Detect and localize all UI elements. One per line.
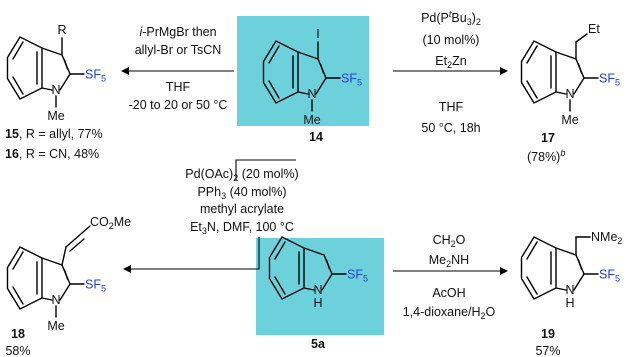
group-sf5-18: SF5 <box>85 278 106 294</box>
label-18: 18 <box>11 327 25 341</box>
cond-mannich-bottom-1: AcOH <box>432 286 465 300</box>
group-me-14: Me <box>303 113 320 127</box>
cond-mannich-bottom-2: 1,4-dioxane/H2O <box>403 305 496 321</box>
cond-left-top-1: i-PrMgBr then <box>139 25 216 39</box>
group-me-15: Me <box>47 109 64 123</box>
group-sf5-17: SF5 <box>599 72 620 88</box>
label-19: 19 <box>541 327 555 341</box>
cond-right-top-3: Et2Zn <box>435 54 466 70</box>
cond-heck-3: methyl acrylate <box>200 202 284 216</box>
cond-mannich-top-1: CH2O <box>433 233 466 249</box>
structure-5a: N H SF5 <box>268 236 368 310</box>
cond-right-bottom-2: 50 °C, 18h <box>421 121 480 135</box>
label-5a: 5a <box>311 337 326 351</box>
group-sf5-14: SF5 <box>341 72 362 88</box>
yield-19: 57% <box>535 344 560 357</box>
yield-15: 15, R = allyl, 77% <box>5 127 103 141</box>
cond-left-top-2: allyl-Br or TsCN <box>135 43 222 57</box>
yield-18: 58% <box>5 344 30 357</box>
arrow-14-to-18 <box>235 159 296 180</box>
group-sf5-19: SF5 <box>599 268 620 284</box>
group-nme2: NMe2 <box>591 230 622 246</box>
cond-heck-2: PPh3 (40 mol%) <box>197 185 286 201</box>
yield-16: 16, R = CN, 48% <box>5 147 99 161</box>
label-17: 17 <box>541 131 555 145</box>
atom-n-17: N <box>565 87 574 101</box>
cond-left-bottom-2: -20 to 20 or 50 °C <box>129 98 228 112</box>
cond-right-top-1: Pd(PtBu3)2 <box>421 9 481 27</box>
arrow-14-to-18-stem <box>123 237 260 273</box>
atom-n-18: N <box>51 293 60 307</box>
structure-18: N CO2Me SF5 Me <box>6 215 131 333</box>
cond-left-bottom-1: THF <box>166 80 191 94</box>
cond-mannich-top-2: Me2NH <box>429 253 469 269</box>
cond-right-bottom-1: THF <box>439 100 464 114</box>
structure-14: N I SF5 Me <box>262 27 362 127</box>
cond-right-top-2: (10 mol%) <box>423 33 480 47</box>
highlight-box-14 <box>237 16 369 126</box>
structure-19: N H NMe2 SF5 <box>520 230 622 310</box>
label-14: 14 <box>309 130 323 144</box>
structure-17: N Et SF5 Me <box>520 22 620 127</box>
group-r: R <box>57 23 66 37</box>
cond-heck-4: Et3N, DMF, 100 °C <box>190 220 294 236</box>
atom-h-5a: H <box>313 296 322 310</box>
atom-n-5a: N <box>313 283 322 297</box>
group-et: Et <box>588 22 600 36</box>
group-sf5-5a: SF5 <box>347 268 368 284</box>
atom-h-19: H <box>565 296 574 310</box>
group-me-17: Me <box>561 113 578 127</box>
yield-17: (78%)b <box>527 148 565 164</box>
group-me-18: Me <box>47 319 64 333</box>
group-co2me: CO2Me <box>90 215 131 231</box>
structure-15-16: N R SF5 Me <box>6 23 106 123</box>
atom-n-15: N <box>51 83 60 97</box>
atom-i: I <box>316 27 319 41</box>
atom-n-19: N <box>565 283 574 297</box>
group-sf5-15: SF5 <box>85 68 106 84</box>
cond-heck-1: Pd(OAc)2 (20 mol%) <box>185 167 298 183</box>
atom-n-14: N <box>307 87 316 101</box>
